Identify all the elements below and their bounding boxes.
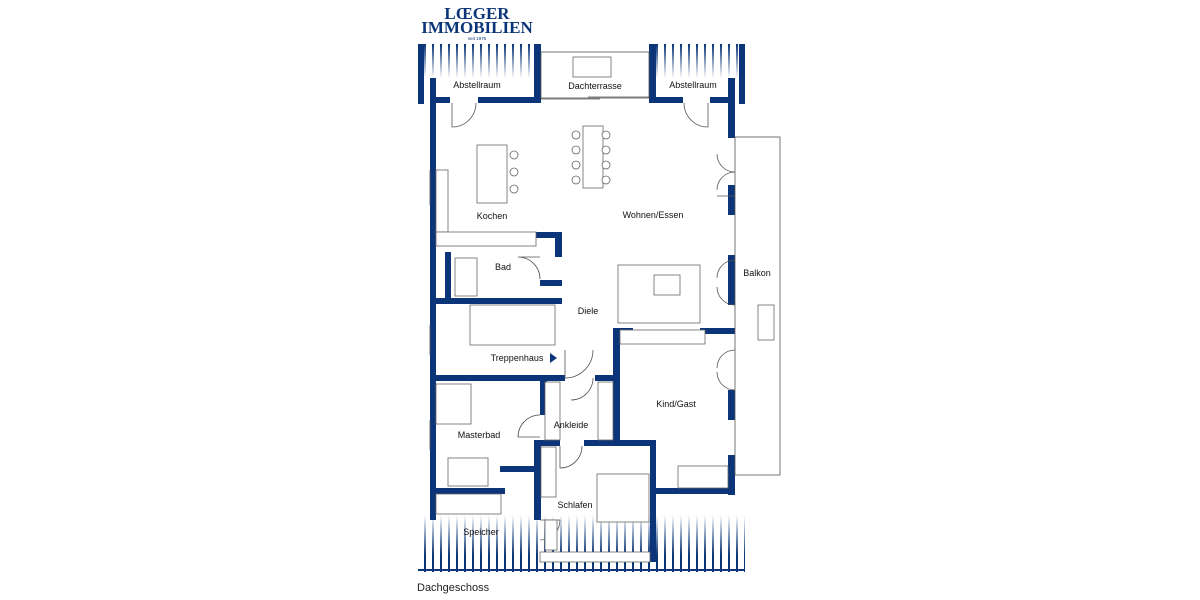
furniture [435, 56, 775, 563]
room-label-abstellraum-right: Abstellraum [669, 80, 717, 90]
stair-direction-arrow-icon [550, 353, 557, 363]
outlines [429, 51, 781, 476]
room-label-wohnen-essen: Wohnen/Essen [623, 210, 684, 220]
room-label-masterbad: Masterbad [458, 430, 501, 440]
svg-text:IMMOBILIEN: IMMOBILIEN [421, 18, 533, 37]
room-label-balkon: Balkon [743, 268, 771, 278]
room-label-dachterrasse: Dachterrasse [568, 81, 622, 91]
room-label-speicher: Speicher [463, 527, 499, 537]
room-label-bad: Bad [495, 262, 511, 272]
room-label-kind-gast: Kind/Gast [656, 399, 696, 409]
svg-text:LŒGER: LŒGER [444, 4, 510, 23]
room-label-ankleide: Ankleide [554, 420, 589, 430]
logo: LŒGER IMMOBILIEN seit 1976 [421, 4, 533, 41]
room-label-kochen: Kochen [477, 211, 508, 221]
room-label-diele: Diele [578, 306, 599, 316]
doors [451, 102, 736, 541]
room-label-abstellraum-left: Abstellraum [453, 80, 501, 90]
roof-slope-hatching [418, 44, 745, 572]
floor-caption: Dachgeschoss [417, 582, 490, 594]
room-label-schlafen: Schlafen [557, 500, 592, 510]
room-labels: Abstellraum Dachterrasse Abstellraum Koc… [453, 80, 771, 537]
svg-text:seit 1976: seit 1976 [468, 36, 487, 41]
room-label-treppenhaus: Treppenhaus [491, 353, 544, 363]
